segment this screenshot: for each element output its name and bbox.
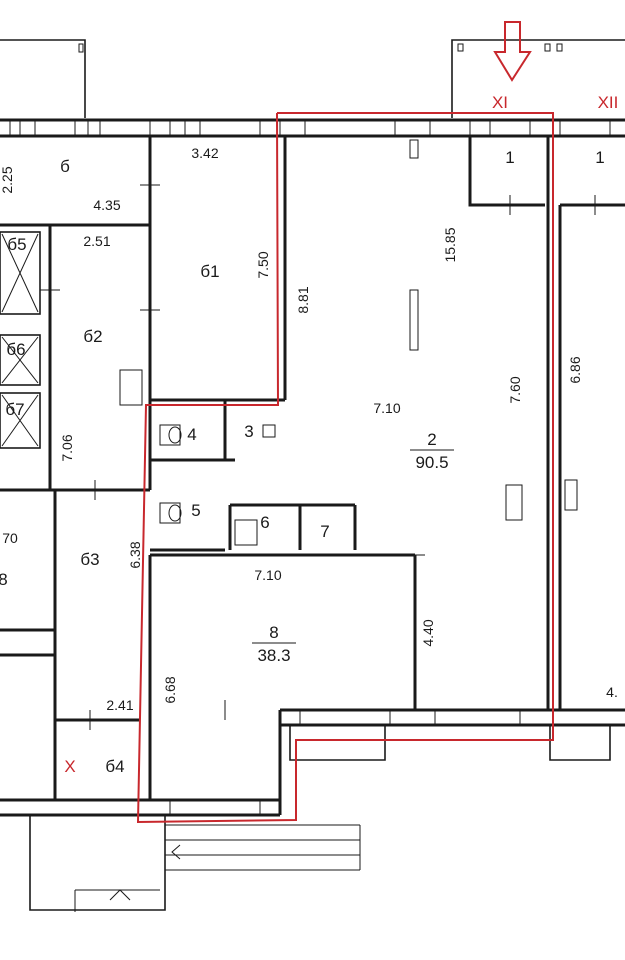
room-b8-partial-label: 8: [0, 570, 8, 589]
exterior-wall-bottom: [0, 708, 625, 817]
dim-3-42: 3.42: [191, 145, 218, 161]
dim-2-25: 2.25: [0, 166, 15, 193]
balcony-top-left: [0, 39, 86, 118]
room-b-label: б: [60, 157, 70, 176]
axis-xii: XII: [598, 93, 619, 112]
axis-xi: XI: [492, 93, 508, 112]
dim-6-86: 6.86: [567, 356, 583, 383]
dim-7-06: 7.06: [59, 434, 75, 461]
direction-arrow-icon: [493, 21, 532, 82]
balcony-bottom-right: [289, 725, 611, 761]
dim-15-85: 15.85: [442, 227, 458, 262]
dim-7-10-lower: 7.10: [254, 567, 281, 583]
room-7-label: 7: [320, 522, 329, 541]
dim-4-40: 4.40: [420, 619, 436, 646]
dim-70-partial: 70: [2, 530, 18, 546]
elevator-shafts: [0, 231, 41, 449]
dim-6-38: 6.38: [127, 541, 143, 568]
room-b1-label: б1: [200, 262, 219, 281]
room-6-label: 6: [260, 513, 269, 532]
room-3-label: 3: [244, 422, 253, 441]
dim-4-partial: 4.: [606, 684, 618, 700]
room-8-area: 38.3: [257, 646, 290, 665]
room-2-number: 2: [427, 430, 436, 449]
room-5-label: 5: [191, 501, 200, 520]
dim-7-10-upper: 7.10: [373, 400, 400, 416]
fixtures: [119, 139, 578, 546]
room-b4-label: б4: [105, 757, 124, 776]
premises-outline: [136, 112, 554, 824]
room-4-label: 4: [187, 425, 196, 444]
dim-4-35: 4.35: [93, 197, 120, 213]
room-b3-label: б3: [80, 550, 99, 569]
dim-7-50: 7.50: [255, 251, 271, 278]
dim-8-81: 8.81: [295, 286, 311, 313]
axis-x: X: [64, 757, 75, 776]
room-1-left-label: 1: [505, 148, 514, 167]
room-2-area: 90.5: [415, 453, 448, 472]
door-ticks: [40, 184, 596, 730]
entrance-porch: [29, 815, 361, 912]
room-b2-label: б2: [83, 327, 102, 346]
balcony-top-right: [451, 39, 625, 118]
room-b5-label: б5: [7, 235, 26, 254]
dim-2-51: 2.51: [83, 233, 110, 249]
exterior-wall-top: [0, 118, 625, 138]
dim-2-41: 2.41: [106, 697, 133, 713]
room-b6-label: б6: [6, 340, 25, 359]
room-b7-label: б7: [5, 400, 24, 419]
dim-7-60: 7.60: [507, 376, 523, 403]
room-1-right-label: 1: [595, 148, 604, 167]
dim-6-68: 6.68: [162, 676, 178, 703]
interior-walls: [0, 136, 625, 800]
room-8-number: 8: [269, 623, 278, 642]
